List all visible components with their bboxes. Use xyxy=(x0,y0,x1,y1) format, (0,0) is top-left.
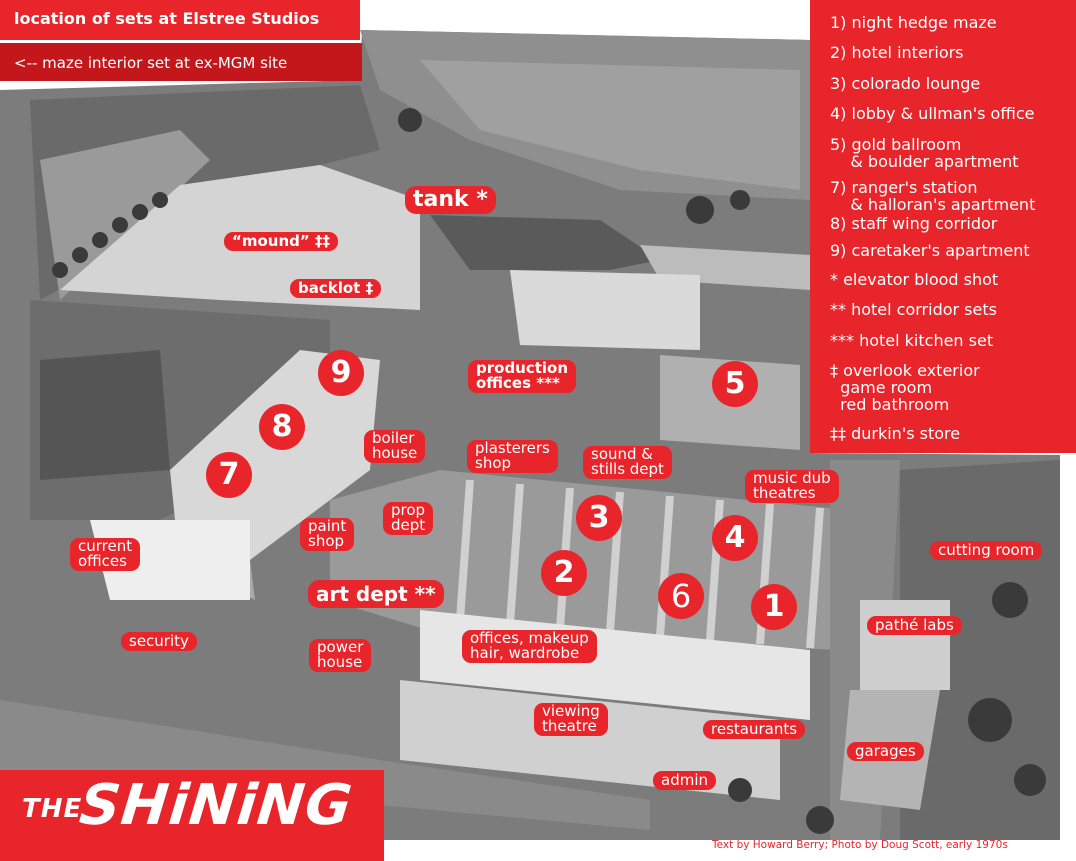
map-title: location of sets at Elstree Studios xyxy=(14,9,320,28)
stage-marker-5: 5 xyxy=(712,361,758,407)
legend-item: ‡‡ durkin's store xyxy=(830,424,961,443)
photo-credit: Text by Howard Berry; Photo by Doug Scot… xyxy=(712,839,1008,851)
maze-note: <-- maze interior set at ex-MGM site xyxy=(14,54,288,72)
label-sound-stills-dept: sound & stills dept xyxy=(583,446,672,479)
stage-marker-8: 8 xyxy=(259,404,305,450)
legend-item: 9) caretaker's apartment xyxy=(830,241,1030,260)
label-plasterers-shop: plasterers shop xyxy=(467,440,558,473)
stage-marker-9: 9 xyxy=(318,350,364,396)
legend-item: 8) staff wing corridor xyxy=(830,214,998,233)
maze-note-banner: <-- maze interior set at ex-MGM site xyxy=(0,43,362,81)
label-pathe-labs: pathé labs xyxy=(867,616,962,635)
legend-item: 3) colorado lounge xyxy=(830,74,981,93)
legend-item: 5) gold ballroom & boulder apartment xyxy=(830,135,1019,171)
stage-marker-6: 6 xyxy=(658,573,704,619)
stage-marker-1: 1 xyxy=(751,584,797,630)
label-paint-shop: paint shop xyxy=(300,518,355,551)
legend-item: * elevator blood shot xyxy=(830,270,999,289)
label-viewing-theatre: viewing theatre xyxy=(534,703,608,736)
stage-marker-4: 4 xyxy=(712,515,758,561)
legend-item: 7) ranger's station & halloran's apartme… xyxy=(830,178,1036,214)
label-tank: tank * xyxy=(405,186,496,214)
label-admin: admin xyxy=(653,771,716,790)
legend-item: ** hotel corridor sets xyxy=(830,300,997,319)
label-art-dept: art dept ** xyxy=(308,580,444,608)
film-logo-banner xyxy=(0,770,384,861)
legend-item: 2) hotel interiors xyxy=(830,43,964,62)
label-security: security xyxy=(121,632,197,651)
stage-marker-7: 7 xyxy=(206,452,252,498)
legend-item: 4) lobby & ullman's office xyxy=(830,104,1035,123)
label-offices-makeup: offices, makeup hair, wardrobe xyxy=(462,630,597,663)
label-music-dub-theatres: music dub theatres xyxy=(745,470,839,503)
label-backlot: backlot ‡ xyxy=(290,279,382,298)
map-title-banner: location of sets at Elstree Studios xyxy=(0,0,360,40)
logo-shining: SHiNiNG xyxy=(76,773,356,838)
label-restaurants: restaurants xyxy=(703,720,806,739)
legend-item: 1) night hedge maze xyxy=(830,13,997,32)
label-prop-dept: prop dept xyxy=(383,502,434,535)
legend-panel: 1) night hedge maze 2) hotel interiors 3… xyxy=(810,0,1076,453)
label-mound: “mound” ‡‡ xyxy=(224,232,338,251)
stage-marker-2: 2 xyxy=(541,550,587,596)
label-power-house: power house xyxy=(309,639,372,672)
label-garages: garages xyxy=(847,742,924,761)
label-production-offices: production offices *** xyxy=(468,360,577,393)
label-boiler-house: boiler house xyxy=(364,430,426,463)
label-cutting-room: cutting room xyxy=(930,541,1043,560)
legend-item: *** hotel kitchen set xyxy=(830,331,994,350)
label-current-offices: current offices xyxy=(70,538,141,571)
stage-marker-3: 3 xyxy=(576,495,622,541)
legend-item: ‡ overlook exterior game room red bathro… xyxy=(830,361,980,414)
logo-the: THE xyxy=(22,794,83,824)
